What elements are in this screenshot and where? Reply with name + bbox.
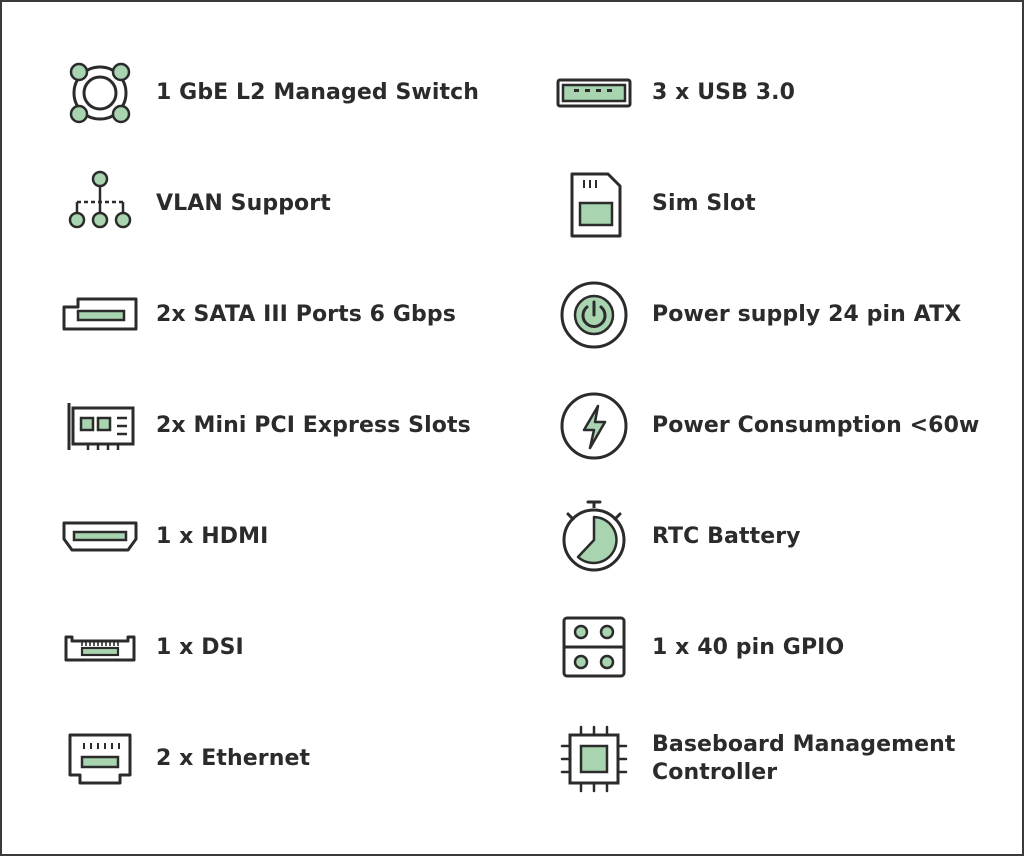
feature-item: 1 GbE L2 Managed Switch [58, 37, 498, 148]
feature-item: 1 x DSI [58, 592, 498, 703]
sim-card-icon [554, 148, 638, 259]
feature-label: 1 x DSI [156, 634, 244, 660]
feature-item: Baseboard Management Controller [554, 703, 994, 814]
feature-item: Power Consumption <60w [554, 370, 994, 481]
feature-item: 2x Mini PCI Express Slots [58, 370, 498, 481]
ethernet-port-icon [58, 703, 142, 814]
hdmi-port-icon [58, 481, 142, 592]
power-button-icon [554, 259, 638, 370]
feature-label: 2x SATA III Ports 6 Gbps [156, 301, 456, 327]
feature-label: 1 x HDMI [156, 523, 269, 549]
feature-label: 1 GbE L2 Managed Switch [156, 79, 479, 105]
feature-label: Power supply 24 pin ATX [652, 301, 962, 327]
feature-label: 2 x Ethernet [156, 745, 311, 771]
feature-item: RTC Battery [554, 481, 994, 592]
feature-label: Sim Slot [652, 190, 756, 216]
feature-label: Power Consumption <60w [652, 412, 980, 438]
feature-item: 2x SATA III Ports 6 Gbps [58, 259, 498, 370]
feature-item: Sim Slot [554, 148, 994, 259]
chip-icon [554, 703, 638, 814]
lightning-bolt-icon [554, 370, 638, 481]
feature-item: 1 x HDMI [58, 481, 498, 592]
feature-item: 1 x 40 pin GPIO [554, 592, 994, 703]
usb-port-icon [554, 37, 638, 148]
feature-item: Power supply 24 pin ATX [554, 259, 994, 370]
feature-label: RTC Battery [652, 523, 801, 549]
feature-item: 3 x USB 3.0 [554, 37, 994, 148]
pci-card-icon [58, 370, 142, 481]
feature-label: VLAN Support [156, 190, 331, 216]
dsi-connector-icon [58, 592, 142, 703]
sata-port-icon [58, 259, 142, 370]
switch-ring-icon [58, 37, 142, 148]
gpio-header-icon [554, 592, 638, 703]
feature-label: 1 x 40 pin GPIO [652, 634, 845, 660]
stopwatch-icon [554, 481, 638, 592]
feature-item: VLAN Support [58, 148, 498, 259]
feature-label: Baseboard Management Controller [652, 731, 956, 785]
feature-item: 2 x Ethernet [58, 703, 498, 814]
right-feature-column: 3 x USB 3.0 Sim Slot [554, 37, 994, 814]
network-tree-icon [58, 148, 142, 259]
feature-label: 3 x USB 3.0 [652, 79, 796, 105]
feature-label: 2x Mini PCI Express Slots [156, 412, 471, 438]
left-feature-column: 1 GbE L2 Managed Switch VLAN Support [58, 37, 498, 814]
